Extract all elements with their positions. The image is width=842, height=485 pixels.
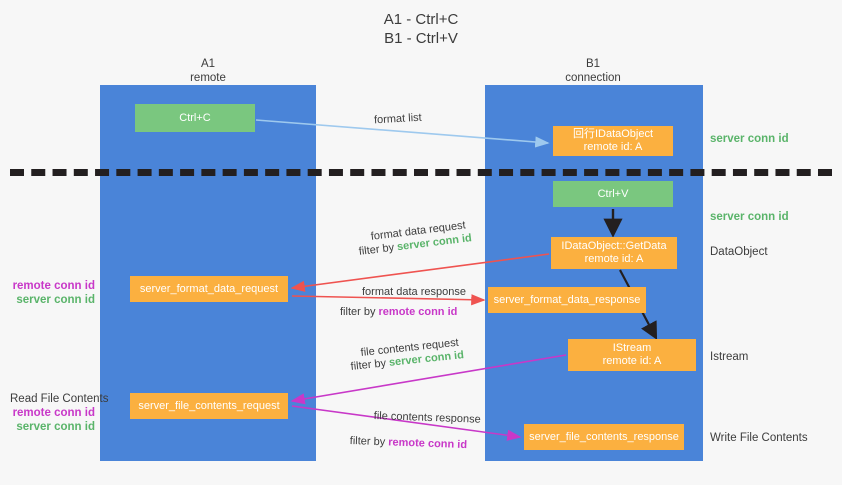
phase-divider bbox=[10, 169, 832, 176]
title-line-1: A1 - Ctrl+C bbox=[383, 11, 459, 28]
node-ctrl-v-label: Ctrl+V bbox=[597, 187, 629, 200]
filter-prefix: filter by bbox=[350, 356, 390, 373]
node-server-file-contents-request-label: server_file_contents_request bbox=[138, 399, 280, 412]
edge-label-file-contents-response-line1: file contents response bbox=[373, 409, 481, 426]
title-line-2: B1 - Ctrl+V bbox=[384, 30, 458, 47]
column-header-a1: A1 remote bbox=[108, 57, 308, 85]
filter-key-remote-conn-id: remote conn id bbox=[378, 306, 458, 318]
node-server-file-contents-response-label: server_file_contents_response bbox=[529, 430, 679, 443]
node-istream[interactable]: IStream remote id: A bbox=[568, 339, 696, 371]
edge-label-format-data-response-line1: format data response bbox=[362, 286, 466, 298]
node-getdata-line1: IDataObject::GetData bbox=[561, 240, 667, 252]
node-ctrl-c-label: Ctrl+C bbox=[179, 111, 211, 124]
node-getdata[interactable]: IDataObject::GetData remote id: A bbox=[551, 237, 677, 269]
side-label-dataobject: DataObject bbox=[710, 246, 768, 258]
edge-label-file-contents-response-filter: filter by remote conn id bbox=[350, 434, 468, 452]
node-server-file-contents-response[interactable]: server_file_contents_response bbox=[524, 424, 684, 450]
node-idataobject[interactable]: 回行IDataObject remote id: A bbox=[553, 126, 673, 156]
column-a1-role: remote bbox=[190, 72, 226, 84]
node-idataobject-line1: 回行IDataObject bbox=[572, 128, 654, 140]
side-label-remote-conn-id: remote conn id bbox=[12, 280, 95, 292]
edge-label-format-list: format list bbox=[373, 111, 422, 127]
node-ctrl-c[interactable]: Ctrl+C bbox=[135, 104, 255, 132]
page-title: A1 - Ctrl+C B1 - Ctrl+V bbox=[0, 10, 842, 48]
column-b1-role: connection bbox=[565, 72, 621, 84]
node-server-format-data-response-label: server_format_data_response bbox=[493, 293, 641, 306]
node-server-file-contents-request[interactable]: server_file_contents_request bbox=[130, 393, 288, 419]
node-getdata-line2: remote id: A bbox=[584, 253, 644, 265]
filter-prefix: filter by bbox=[358, 241, 398, 258]
node-server-format-data-request-label: server_format_data_request bbox=[139, 282, 279, 295]
side-label-istream: Istream bbox=[710, 351, 749, 363]
side-label-remote-conn-id: remote conn id bbox=[12, 407, 95, 419]
column-b1-name: B1 bbox=[585, 58, 601, 70]
side-label-server-conn-id-top: server conn id bbox=[710, 133, 789, 145]
filter-prefix: filter by bbox=[349, 434, 389, 449]
column-header-b1: B1 connection bbox=[493, 57, 693, 85]
side-label-conn-ids-lower: Read File Contents remote conn id server… bbox=[10, 392, 109, 434]
side-label-server-conn-id: server conn id bbox=[16, 294, 95, 306]
side-label-server-conn-id-mid: server conn id bbox=[710, 211, 789, 223]
filter-key-remote-conn-id: remote conn id bbox=[388, 436, 468, 452]
column-a1-name: A1 bbox=[200, 58, 216, 70]
filter-prefix: filter by bbox=[340, 306, 379, 318]
edge-label-format-data-response-filter: filter by remote conn id bbox=[340, 305, 457, 319]
node-server-format-data-request[interactable]: server_format_data_request bbox=[130, 276, 288, 302]
node-istream-line1: IStream bbox=[612, 342, 652, 354]
side-label-server-conn-id: server conn id bbox=[16, 421, 95, 433]
side-label-read-file-contents: Read File Contents bbox=[10, 393, 109, 405]
node-ctrl-v[interactable]: Ctrl+V bbox=[553, 181, 673, 207]
node-server-format-data-response[interactable]: server_format_data_response bbox=[488, 287, 646, 313]
side-label-write-file-contents: Write File Contents bbox=[710, 432, 808, 444]
node-istream-line2: remote id: A bbox=[602, 355, 662, 367]
node-idataobject-line2: remote id: A bbox=[583, 141, 643, 153]
side-label-conn-ids-upper: remote conn id server conn id bbox=[10, 279, 95, 307]
